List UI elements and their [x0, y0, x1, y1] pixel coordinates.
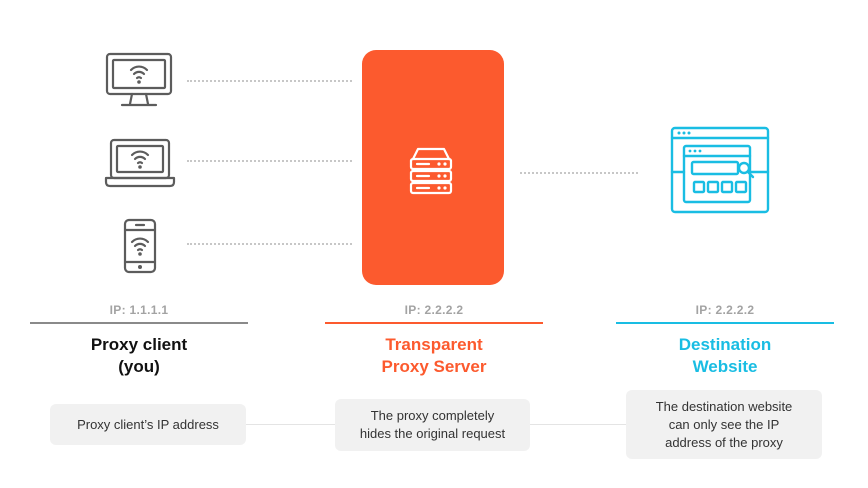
proxy-server-block [362, 50, 504, 285]
destination-title-line2: Website [692, 357, 758, 376]
destination-title: Destination Website [615, 334, 835, 378]
client-note-text: Proxy client’s IP address [77, 416, 219, 432]
proxy-title-line1: Transparent [385, 335, 483, 354]
client-title-line1: Proxy client [90, 335, 188, 354]
proxy-note: The proxy completely hides the original … [335, 399, 530, 451]
notes-connector-right [530, 424, 626, 425]
website-icon [670, 126, 770, 214]
phone-connector [187, 243, 352, 245]
client-rule [30, 322, 248, 324]
notes-connector-left [246, 424, 336, 425]
desktop-connector [187, 80, 352, 82]
server-icon [409, 147, 453, 195]
destination-note: The destination website can only see the… [626, 390, 822, 459]
proxy-title: Transparent Proxy Server [324, 334, 544, 378]
destination-title-line1: Destination [678, 335, 772, 354]
proxy-rule [325, 322, 543, 324]
laptop-connector [187, 160, 352, 162]
destination-note-line2: can only see the IP [668, 416, 780, 432]
client-ip-label: IP: 1.1.1.1 [109, 303, 169, 317]
desktop-wifi-icon [105, 52, 173, 107]
proxy-note-line2: hides the original request [359, 426, 506, 441]
proxy-ip-label: IP: 2.2.2.2 [404, 303, 464, 317]
proxy-destination-connector [520, 172, 638, 174]
destination-note-line1: The destination website [655, 398, 793, 414]
proxy-note-line1: The proxy completely [370, 408, 495, 423]
proxy-title-line2: Proxy Server [381, 357, 487, 376]
laptop-wifi-icon [104, 138, 176, 188]
destination-note-line3: address of the proxy [665, 434, 783, 450]
phone-wifi-icon [123, 218, 157, 274]
client-title: Proxy client (you) [29, 334, 249, 378]
client-note: Proxy client’s IP address [50, 404, 246, 445]
destination-rule [616, 322, 834, 324]
client-title-line2: (you) [118, 357, 160, 376]
destination-ip-label: IP: 2.2.2.2 [695, 303, 755, 317]
